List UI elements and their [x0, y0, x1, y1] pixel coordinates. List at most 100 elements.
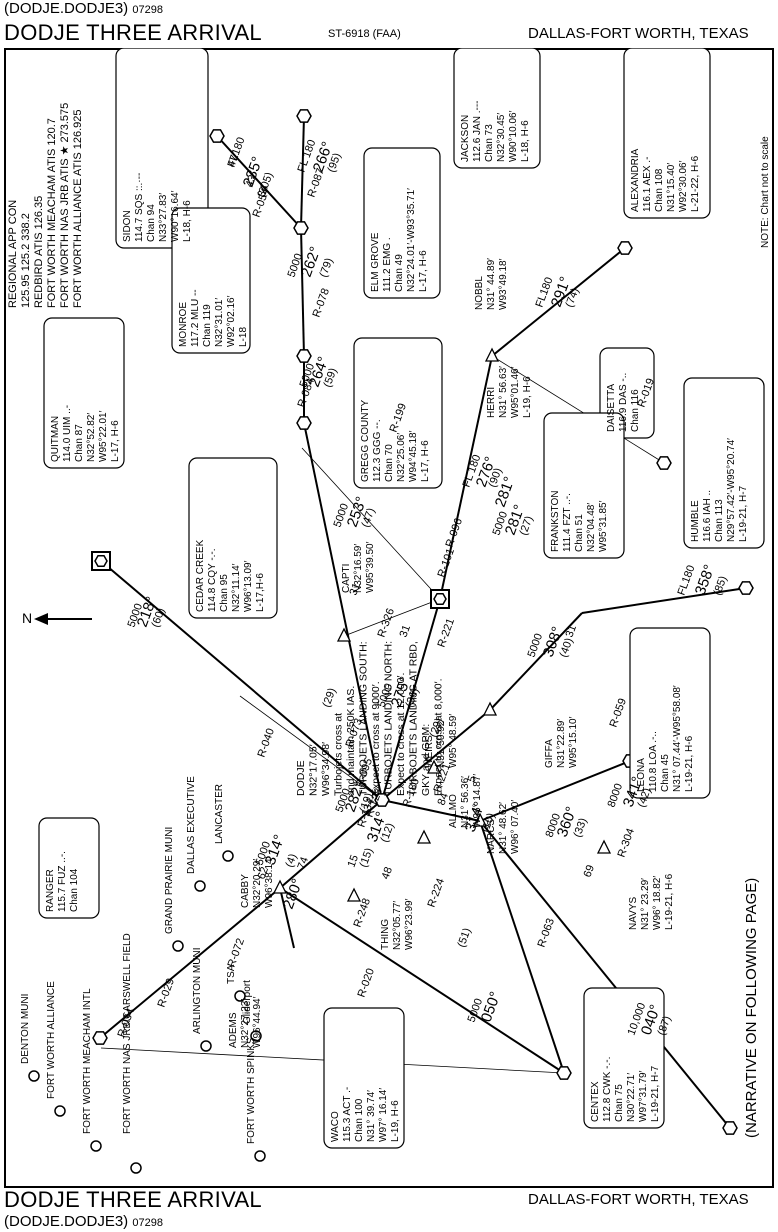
quitman-label-line: QUITMAN [50, 416, 61, 462]
tsa-airport-symbol [234, 990, 246, 1002]
dodje-notes-line: TURBOJETS LANDING AT RBD, [408, 641, 420, 796]
chart-frame [4, 48, 774, 1188]
waco-label-line: WACO [330, 1111, 341, 1142]
route-label: (51) [456, 927, 474, 949]
r-adems-dodje [279, 799, 383, 889]
jackson-label-line: W90°10.06′ [508, 110, 519, 162]
capti-fix-label-line: W95°39.50′ [365, 541, 376, 593]
allmo-fix-label-line: W96° 14.87′ [472, 774, 483, 828]
r-giffa-dodje-b [381, 709, 491, 801]
navys-fix-label-line: L-19-21, H-6 [664, 873, 675, 930]
tsa-airport-label-line: TSA [226, 964, 237, 984]
waco-vortac-icon [556, 1066, 572, 1080]
radial-019 [491, 355, 665, 464]
north-arrow: N [22, 610, 92, 626]
navys-fix-label-line: W96° 18.82′ [652, 876, 663, 930]
leona-box [629, 627, 711, 799]
fix-triangle-4 [426, 759, 442, 774]
waco-box [323, 1007, 405, 1149]
radial-199 [301, 447, 441, 600]
r-navys-dodje [381, 799, 481, 822]
route-label: 31 [348, 581, 363, 597]
quitman-box-icon-hex [94, 555, 108, 567]
fix-triangle-6 [416, 829, 432, 844]
chart-location: DALLAS-FORT WORTH, TEXAS [528, 25, 749, 42]
ranger-label-line: Chan 104 [69, 868, 80, 912]
monroe-label-line: W92°02.16′ [226, 295, 237, 347]
dodje-notes-line: Expect to cross at 9000′. [370, 681, 382, 796]
daisetta-label-line: 116.9 DAS -.. [618, 373, 629, 432]
lancaster-airport-label-line: LANCASTER [214, 784, 225, 844]
r-ranger-adems [99, 887, 281, 1039]
dallas-exec-airport-label-line: DALLAS EXECUTIVE [186, 776, 197, 874]
route-label: R-059 [608, 697, 630, 729]
procedure-code: (DODJE.DODJE3) 07298 [4, 0, 163, 17]
narrative-note: (NARRATIVE ON FOLLOWING PAGE) [743, 878, 760, 1138]
denton-airport-symbol [28, 1070, 40, 1082]
giffa-fix-label-line: N31°22.89′ [556, 719, 567, 768]
ranger-box [38, 817, 100, 919]
denton-airport-label-line: DENTON MUNI [20, 994, 31, 1064]
thing-fix-label-line: N32°05.77′ [392, 901, 403, 950]
gregg-label-line: Chan 70 [384, 444, 395, 482]
fix-triangle-5 [272, 879, 288, 894]
dodje-notes-line: TURBOJETS LANDING NORTH: [383, 641, 395, 796]
humble-label-line: 116.6 IAH .. [702, 490, 713, 542]
route-label: 48 [380, 865, 395, 881]
ranger-label-line: RANGER [45, 869, 56, 912]
monroe-label-line: 117.2 MLU -- [190, 289, 201, 347]
tsa-airport-label: TSA [226, 964, 237, 984]
route-label: (29) [321, 687, 339, 709]
comms-frequencies-line: REDBIRD ATIS 126.35 [33, 196, 45, 308]
cedarcreek-label-line: Chan 95 [219, 574, 230, 612]
alexandria-label-line: Chan 108 [654, 168, 665, 212]
north-arrow-head [34, 613, 48, 625]
elmgrove-label-line: Chan 49 [394, 254, 405, 292]
route-label: 47 [226, 153, 241, 169]
humble-label-line: HUMBLE [690, 500, 701, 542]
r-jackson-monroe [300, 115, 305, 229]
comms-frequencies-line: FORT WORTH MEACHAM ATIS 120.7 [46, 118, 58, 308]
monroe-vortac-icon [293, 221, 309, 235]
r-alex-nobbl [491, 247, 626, 357]
route-label: 34 [256, 183, 271, 199]
fix-triangle-7 [596, 839, 612, 854]
grand-prairie-airport-label: GRAND PRAIRIE MUNI [164, 827, 175, 934]
cedarcreek-label-line: L-17,H-6 [255, 573, 266, 612]
elmgrove-box [363, 147, 441, 299]
jackson-label-line: N32°30.45′ [496, 113, 507, 162]
fix-triangle-1 [482, 701, 498, 716]
cedarcreek-box [188, 457, 278, 619]
narrative-note-line: (NARRATIVE ON FOLLOWING PAGE) [743, 878, 760, 1138]
dallas-exec-airport-label: DALLAS EXECUTIVE [186, 776, 197, 874]
centex-label-line: N30°22.71′ [626, 1073, 637, 1122]
footer-code-text: (DODJE.DODJE3) [4, 1213, 129, 1230]
waco-label-line: W97° 16.14′ [378, 1088, 389, 1142]
sidon-vortac-icon [209, 129, 225, 143]
footer-code: (DODJE.DODJE3) 07298 [4, 1213, 163, 1230]
alexandria-box [623, 48, 711, 219]
leona-label-line: LEONA [636, 758, 647, 792]
quitman-label-line: L-17, H-6 [110, 420, 121, 462]
footer-date: 07298 [132, 1217, 163, 1229]
gliderport-airport-label: Gliderport [242, 980, 253, 1024]
scale-note: NOTE: Chart not to scale [760, 136, 771, 248]
grand-prairie-airport-symbol [172, 940, 184, 952]
dodje-notes-line: Turbojets cross at [333, 713, 345, 796]
centex-vortac-icon [722, 1121, 738, 1135]
frankston-label-line: 111.4 FZT ..-. [562, 493, 573, 552]
weirs-fix-label-line: WEIRS [424, 735, 435, 768]
route-label: 050° [478, 989, 505, 1024]
route-label: R-087 [306, 167, 328, 199]
leona-label-line: L-19-21, H-6 [684, 735, 695, 792]
route-label: R-221 [436, 617, 458, 649]
